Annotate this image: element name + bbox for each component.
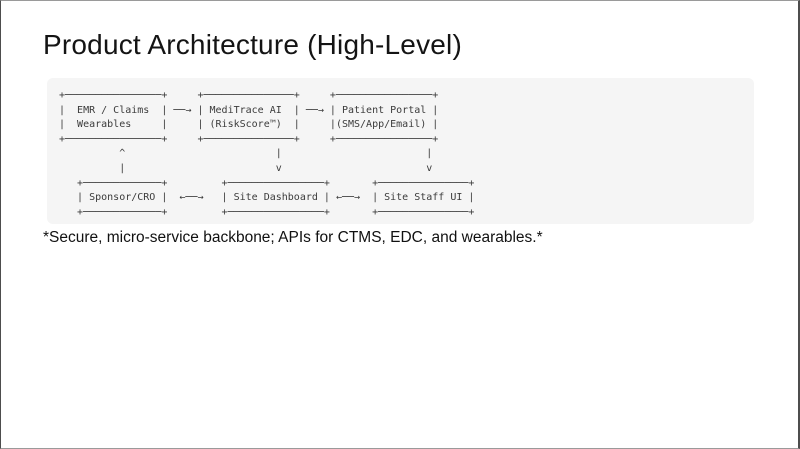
architecture-code-block: +────────────────+ +───────────────+ +──… xyxy=(47,78,754,224)
ascii-architecture-diagram: +────────────────+ +───────────────+ +──… xyxy=(59,90,475,218)
slide-caption: *Secure, micro-service backbone; APIs fo… xyxy=(43,229,543,246)
page-title: Product Architecture (High-Level) xyxy=(43,29,462,60)
